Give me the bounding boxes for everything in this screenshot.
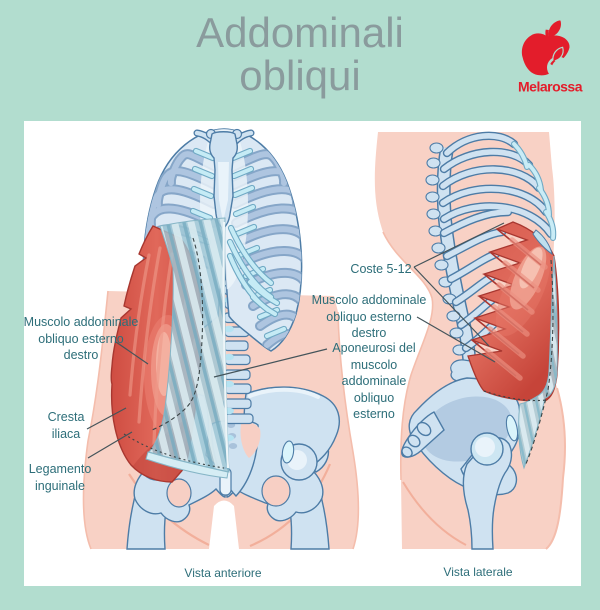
svg-text:Melarossa: Melarossa <box>518 79 583 95</box>
